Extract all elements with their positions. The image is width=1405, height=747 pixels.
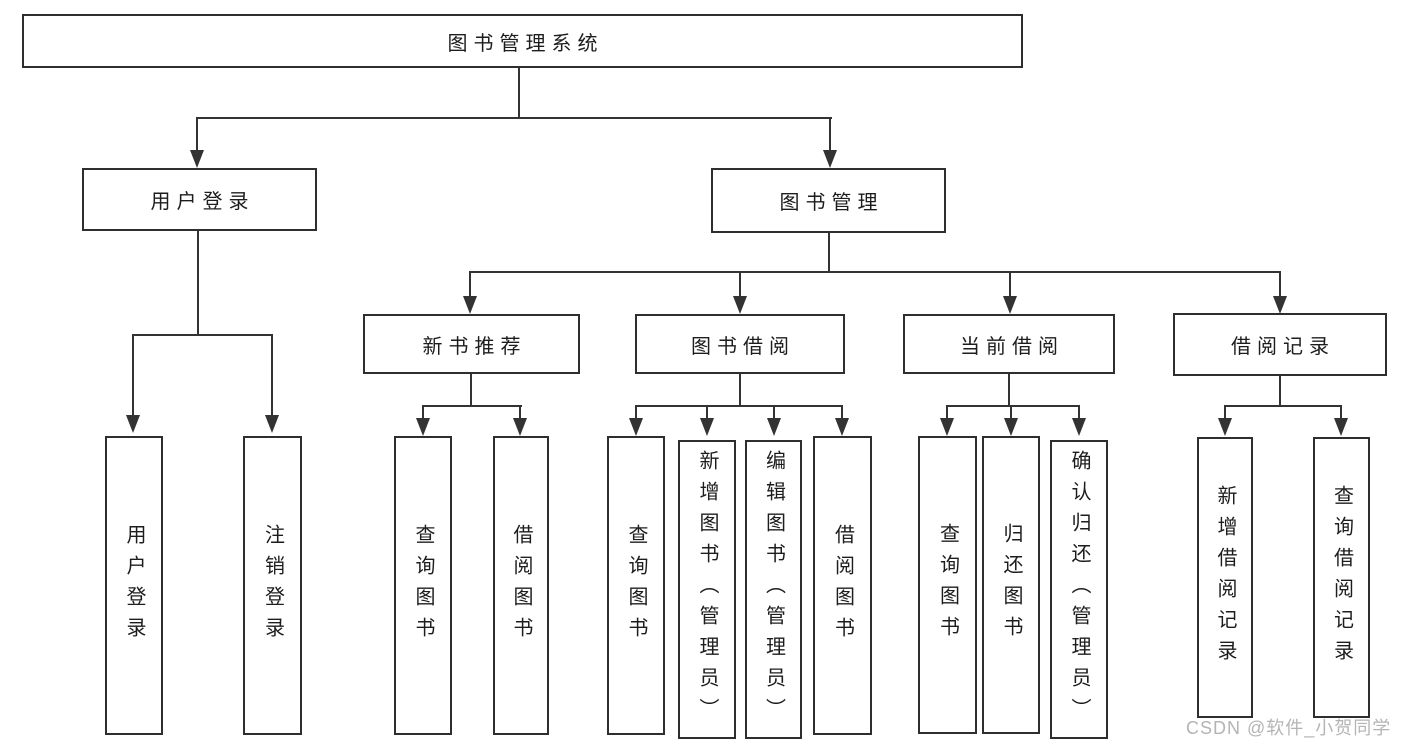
arrow-down-icon (1072, 418, 1086, 436)
connector-drop-group (739, 271, 741, 296)
connector-book-borrow-stem (739, 374, 741, 407)
arrow-down-icon (629, 418, 643, 436)
connector-drop-leaf (1010, 405, 1012, 418)
leaf-edit-book-admin-label: 编辑图书（管理员） (762, 450, 785, 729)
arrow-down-icon (1003, 296, 1017, 314)
connector-book-management-stem (828, 233, 830, 273)
arrow-down-icon (1334, 418, 1348, 436)
connector-drop-leaf (773, 405, 775, 418)
leaf-borrow-books-label: 借阅图书 (831, 523, 854, 648)
connector-borrow-records-bar (1224, 405, 1342, 407)
arrow-down-icon (835, 418, 849, 436)
connector-new-book-stem (470, 374, 472, 407)
node-book-borrowing: 图书借阅 (635, 314, 845, 374)
connector-drop-leaf (519, 405, 521, 418)
node-book-borrowing-label: 图书借阅 (691, 335, 795, 358)
arrow-down-icon (1004, 418, 1018, 436)
node-current-borrowing: 当前借阅 (903, 314, 1115, 374)
arrow-down-icon (823, 150, 837, 168)
connector-drop-leaf (635, 405, 637, 418)
connector-drop-book-management (829, 117, 831, 151)
arrow-down-icon (416, 418, 430, 436)
connector-drop-leaf (271, 334, 273, 415)
arrow-down-icon (1273, 296, 1287, 314)
connector-drop-group (1009, 271, 1011, 296)
connector-drop-user-login (196, 117, 198, 151)
leaf-return-book: 归还图书 (982, 436, 1040, 734)
leaf-borrow-books: 借阅图书 (813, 436, 872, 735)
connector-user-login-bar (132, 334, 273, 336)
connector-root-stem (518, 68, 520, 118)
node-new-book-recommend: 新书推荐 (363, 314, 580, 374)
leaf-add-book-admin-label: 新增图书（管理员） (696, 450, 718, 729)
arrow-down-icon (940, 418, 954, 436)
leaf-query-books-current-label: 查询图书 (936, 523, 959, 647)
connector-drop-leaf (946, 405, 948, 418)
connector-drop-leaf (706, 405, 708, 418)
connector-drop-leaf (422, 405, 424, 418)
leaf-query-books-recommend-label: 查询图书 (412, 523, 434, 648)
leaf-edit-book-admin: 编辑图书（管理员） (745, 440, 802, 739)
arrow-down-icon (733, 296, 747, 314)
leaf-user-login-label: 用户登录 (123, 523, 145, 648)
arrow-down-icon (126, 415, 140, 433)
leaf-return-book-label: 归还图书 (1000, 523, 1022, 647)
leaf-add-book-admin: 新增图书（管理员） (678, 440, 736, 739)
connector-current-borrow-bar (946, 405, 1080, 407)
leaf-confirm-return-admin-label: 确认归还（管理员） (1068, 450, 1090, 729)
node-borrow-records: 借阅记录 (1173, 313, 1387, 376)
connector-drop-leaf (132, 334, 134, 415)
leaf-query-books-recommend: 查询图书 (394, 436, 452, 735)
node-library-system: 图书管理系统 (22, 14, 1023, 68)
arrow-down-icon (700, 418, 714, 436)
node-book-management-label: 图书管理 (779, 192, 884, 214)
leaf-query-borrow-record-label: 查询借阅记录 (1330, 484, 1353, 671)
connector-book-borrow-bar (635, 405, 843, 407)
arrow-down-icon (463, 296, 477, 314)
leaf-add-borrow-record: 新增借阅记录 (1197, 437, 1253, 718)
leaf-borrow-books-recommend: 借阅图书 (493, 436, 549, 735)
node-new-book-recommend-label: 新书推荐 (422, 335, 527, 358)
node-library-system-label: 图书管理系统 (447, 32, 604, 55)
arrow-down-icon (190, 150, 204, 168)
arrow-down-icon (767, 418, 781, 436)
leaf-borrow-books-recommend-label: 借阅图书 (510, 523, 532, 648)
connector-drop-leaf (1078, 405, 1080, 418)
connector-book-management-bar (469, 271, 1281, 273)
connector-drop-leaf (1340, 405, 1342, 418)
connector-drop-leaf (1224, 405, 1226, 418)
arrow-down-icon (265, 415, 279, 433)
connector-borrow-records-stem (1279, 376, 1281, 407)
connector-drop-leaf (841, 405, 843, 418)
csdn-watermark: CSDN @软件_小贺同学 (1186, 718, 1392, 738)
leaf-logout: 注销登录 (243, 436, 302, 735)
node-borrow-records-label: 借阅记录 (1231, 336, 1335, 358)
leaf-query-borrow-record: 查询借阅记录 (1313, 437, 1370, 718)
leaf-add-borrow-record-label: 新增借阅记录 (1214, 484, 1236, 671)
arrow-down-icon (513, 418, 527, 436)
node-user-login-label: 用户登录 (150, 191, 255, 213)
leaf-user-login: 用户登录 (105, 436, 163, 735)
leaf-confirm-return-admin: 确认归还（管理员） (1050, 440, 1108, 739)
arrow-down-icon (1218, 418, 1232, 436)
node-book-management: 图书管理 (711, 168, 946, 233)
connector-root-bar (196, 117, 832, 119)
leaf-query-books-borrow: 查询图书 (607, 436, 665, 735)
leaf-logout-label: 注销登录 (261, 523, 284, 648)
connector-drop-group (469, 271, 471, 296)
connector-drop-group (1279, 271, 1281, 296)
connector-current-borrow-stem (1008, 374, 1010, 407)
leaf-query-books-current: 查询图书 (918, 436, 977, 734)
node-current-borrowing-label: 当前借阅 (960, 335, 1064, 358)
connector-new-book-bar (422, 405, 522, 407)
connector-user-login-stem (197, 231, 199, 336)
leaf-query-books-borrow-label: 查询图书 (625, 523, 647, 648)
node-user-login: 用户登录 (82, 168, 317, 231)
